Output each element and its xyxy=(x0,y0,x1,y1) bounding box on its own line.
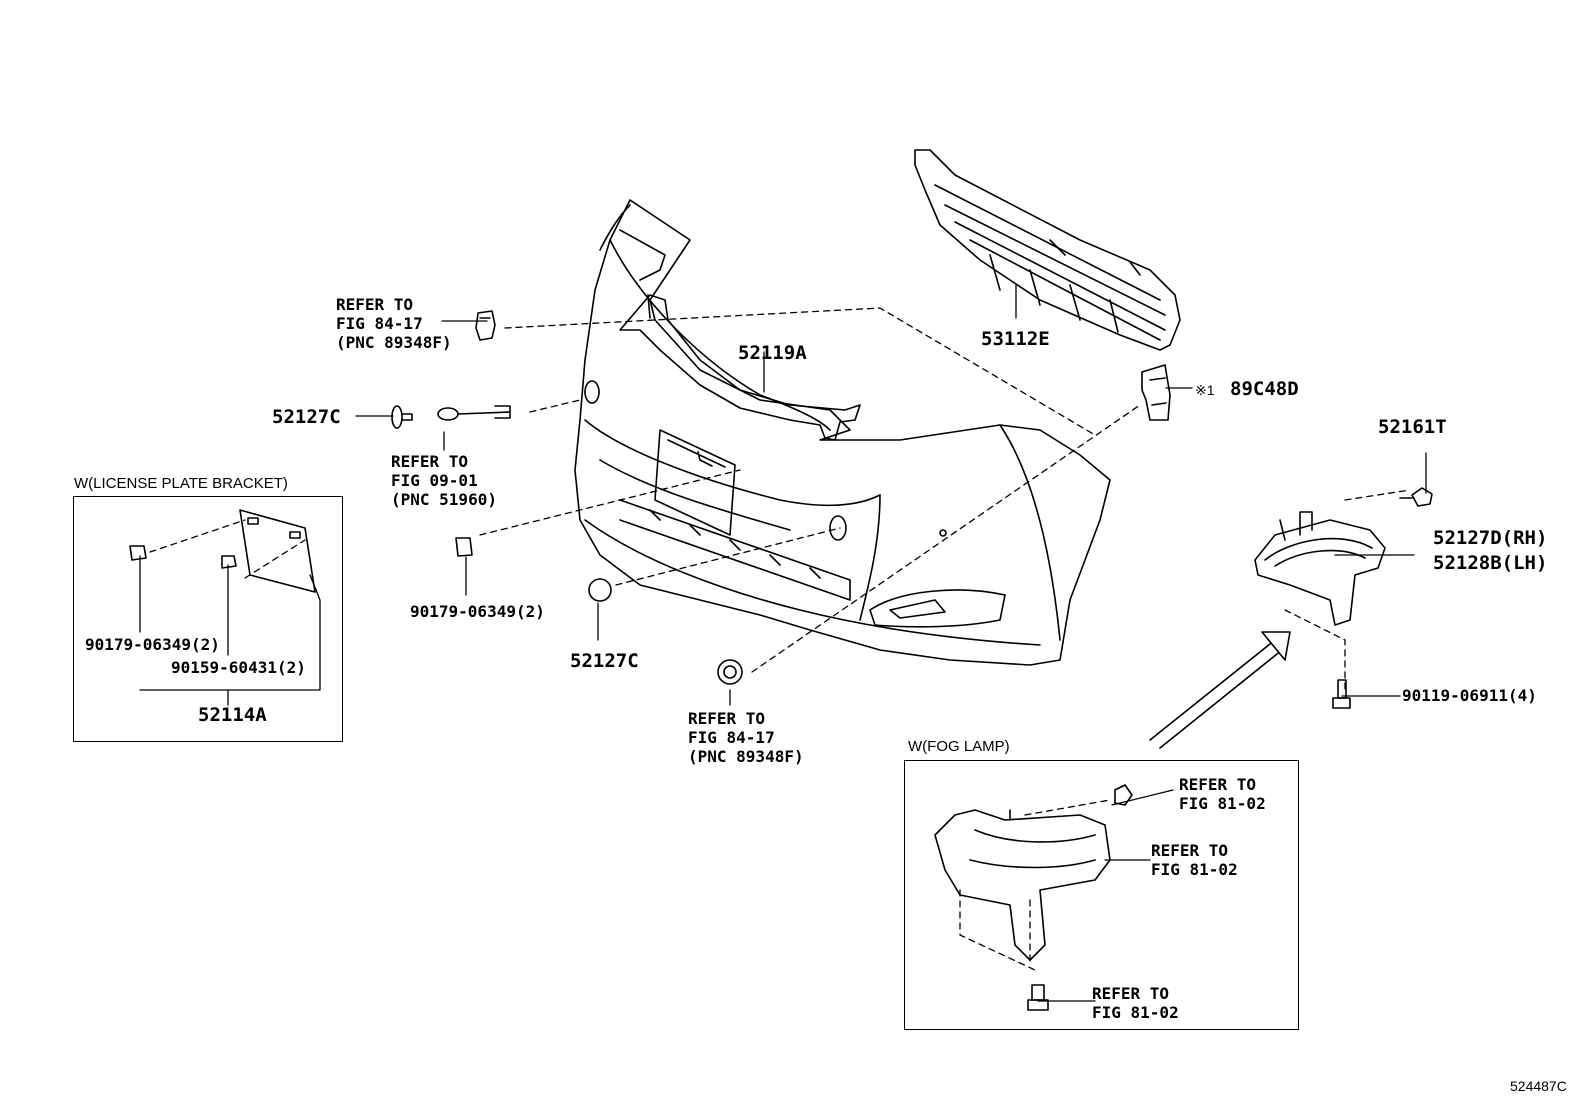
ref-fig-81-02-3: REFER TO FIG 81-02 xyxy=(1092,984,1179,1022)
small-parts xyxy=(391,310,1433,709)
part-52127c-left: 52127C xyxy=(272,406,341,428)
bumper-cover xyxy=(574,199,1111,666)
part-52119a: 52119A xyxy=(738,342,807,364)
part-52127c-bottom: 52127C xyxy=(570,650,639,672)
fog-lamp-box-title: W(FOG LAMP) xyxy=(908,738,1010,755)
fog-lamp-cover xyxy=(1254,511,1386,626)
fog-lamp-assembly xyxy=(934,784,1133,1011)
bumper-retainer xyxy=(619,294,861,441)
license-plate-bracket xyxy=(129,509,316,593)
license-plate-bracket-box xyxy=(73,496,343,742)
illustration-code: 524487C xyxy=(1510,1078,1567,1094)
part-89c48d: 89C48D xyxy=(1230,378,1299,400)
direction-arrow xyxy=(1149,631,1291,749)
part-52114a: 52114A xyxy=(198,704,267,726)
part-90179-06349-center: 90179-06349(2) xyxy=(410,602,545,621)
fog-lamp-box xyxy=(904,760,1299,1030)
ref-fig-09-01: REFER TO FIG 09-01 (PNC 51960) xyxy=(391,452,497,509)
part-53112e: 53112E xyxy=(981,328,1050,350)
license-plate-bracket-box-title: W(LICENSE PLATE BRACKET) xyxy=(74,475,288,492)
part-90159-60431: 90159-60431(2) xyxy=(171,658,306,677)
ref-fig-81-02-1: REFER TO FIG 81-02 xyxy=(1179,775,1266,813)
part-52128b-lh: 52128B(LH) xyxy=(1433,552,1548,574)
ref-fig-81-02-2: REFER TO FIG 81-02 xyxy=(1151,841,1238,879)
radiator-grille xyxy=(914,149,1181,351)
part-52161t: 52161T xyxy=(1378,416,1447,438)
part-90179-06349-license: 90179-06349(2) xyxy=(85,635,220,654)
part-89c48d-note-mark: ※1 xyxy=(1195,382,1215,398)
leader-lines-dashed xyxy=(149,307,1411,971)
part-90119-06911: 90119-06911(4) xyxy=(1402,686,1537,705)
part-52127d-rh: 52127D(RH) xyxy=(1433,527,1548,549)
ref-fig-84-17-bottom: REFER TO FIG 84-17 (PNC 89348F) xyxy=(688,709,804,766)
ref-fig-84-17-top: REFER TO FIG 84-17 (PNC 89348F) xyxy=(336,295,452,352)
